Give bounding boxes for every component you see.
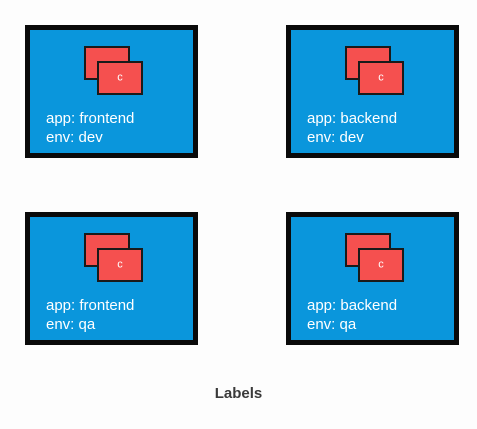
- container-icon-front: c: [97, 248, 143, 282]
- pod-box-frontend-dev: c app: frontend env: dev: [25, 25, 198, 158]
- env-label: env: dev: [307, 129, 364, 146]
- pod-labels: app: backend env: dev: [307, 109, 397, 147]
- env-label: env: qa: [46, 316, 96, 333]
- app-label: app: frontend: [46, 110, 135, 127]
- pod-box-frontend-qa: c app: frontend env: qa: [25, 212, 198, 345]
- diagram-caption: Labels: [214, 385, 263, 402]
- pod-box-backend-dev: c app: backend env: dev: [286, 25, 459, 158]
- pod-box-backend-qa: c app: backend env: qa: [286, 212, 459, 345]
- app-label: app: frontend: [46, 297, 135, 314]
- env-label: env: dev: [46, 129, 103, 146]
- container-letter: c: [117, 258, 123, 271]
- container-letter: c: [378, 71, 384, 84]
- container-icon-front: c: [358, 61, 404, 95]
- container-letter: c: [117, 71, 123, 84]
- container-icon-front: c: [358, 248, 404, 282]
- app-label: app: backend: [307, 110, 398, 127]
- pod-labels: app: frontend env: dev: [46, 109, 134, 147]
- env-label: env: qa: [307, 316, 357, 333]
- pod-labels: app: frontend env: qa: [46, 296, 134, 334]
- app-label: app: backend: [307, 297, 398, 314]
- container-letter: c: [378, 258, 384, 271]
- container-icon-front: c: [97, 61, 143, 95]
- pod-labels: app: backend env: qa: [307, 296, 397, 334]
